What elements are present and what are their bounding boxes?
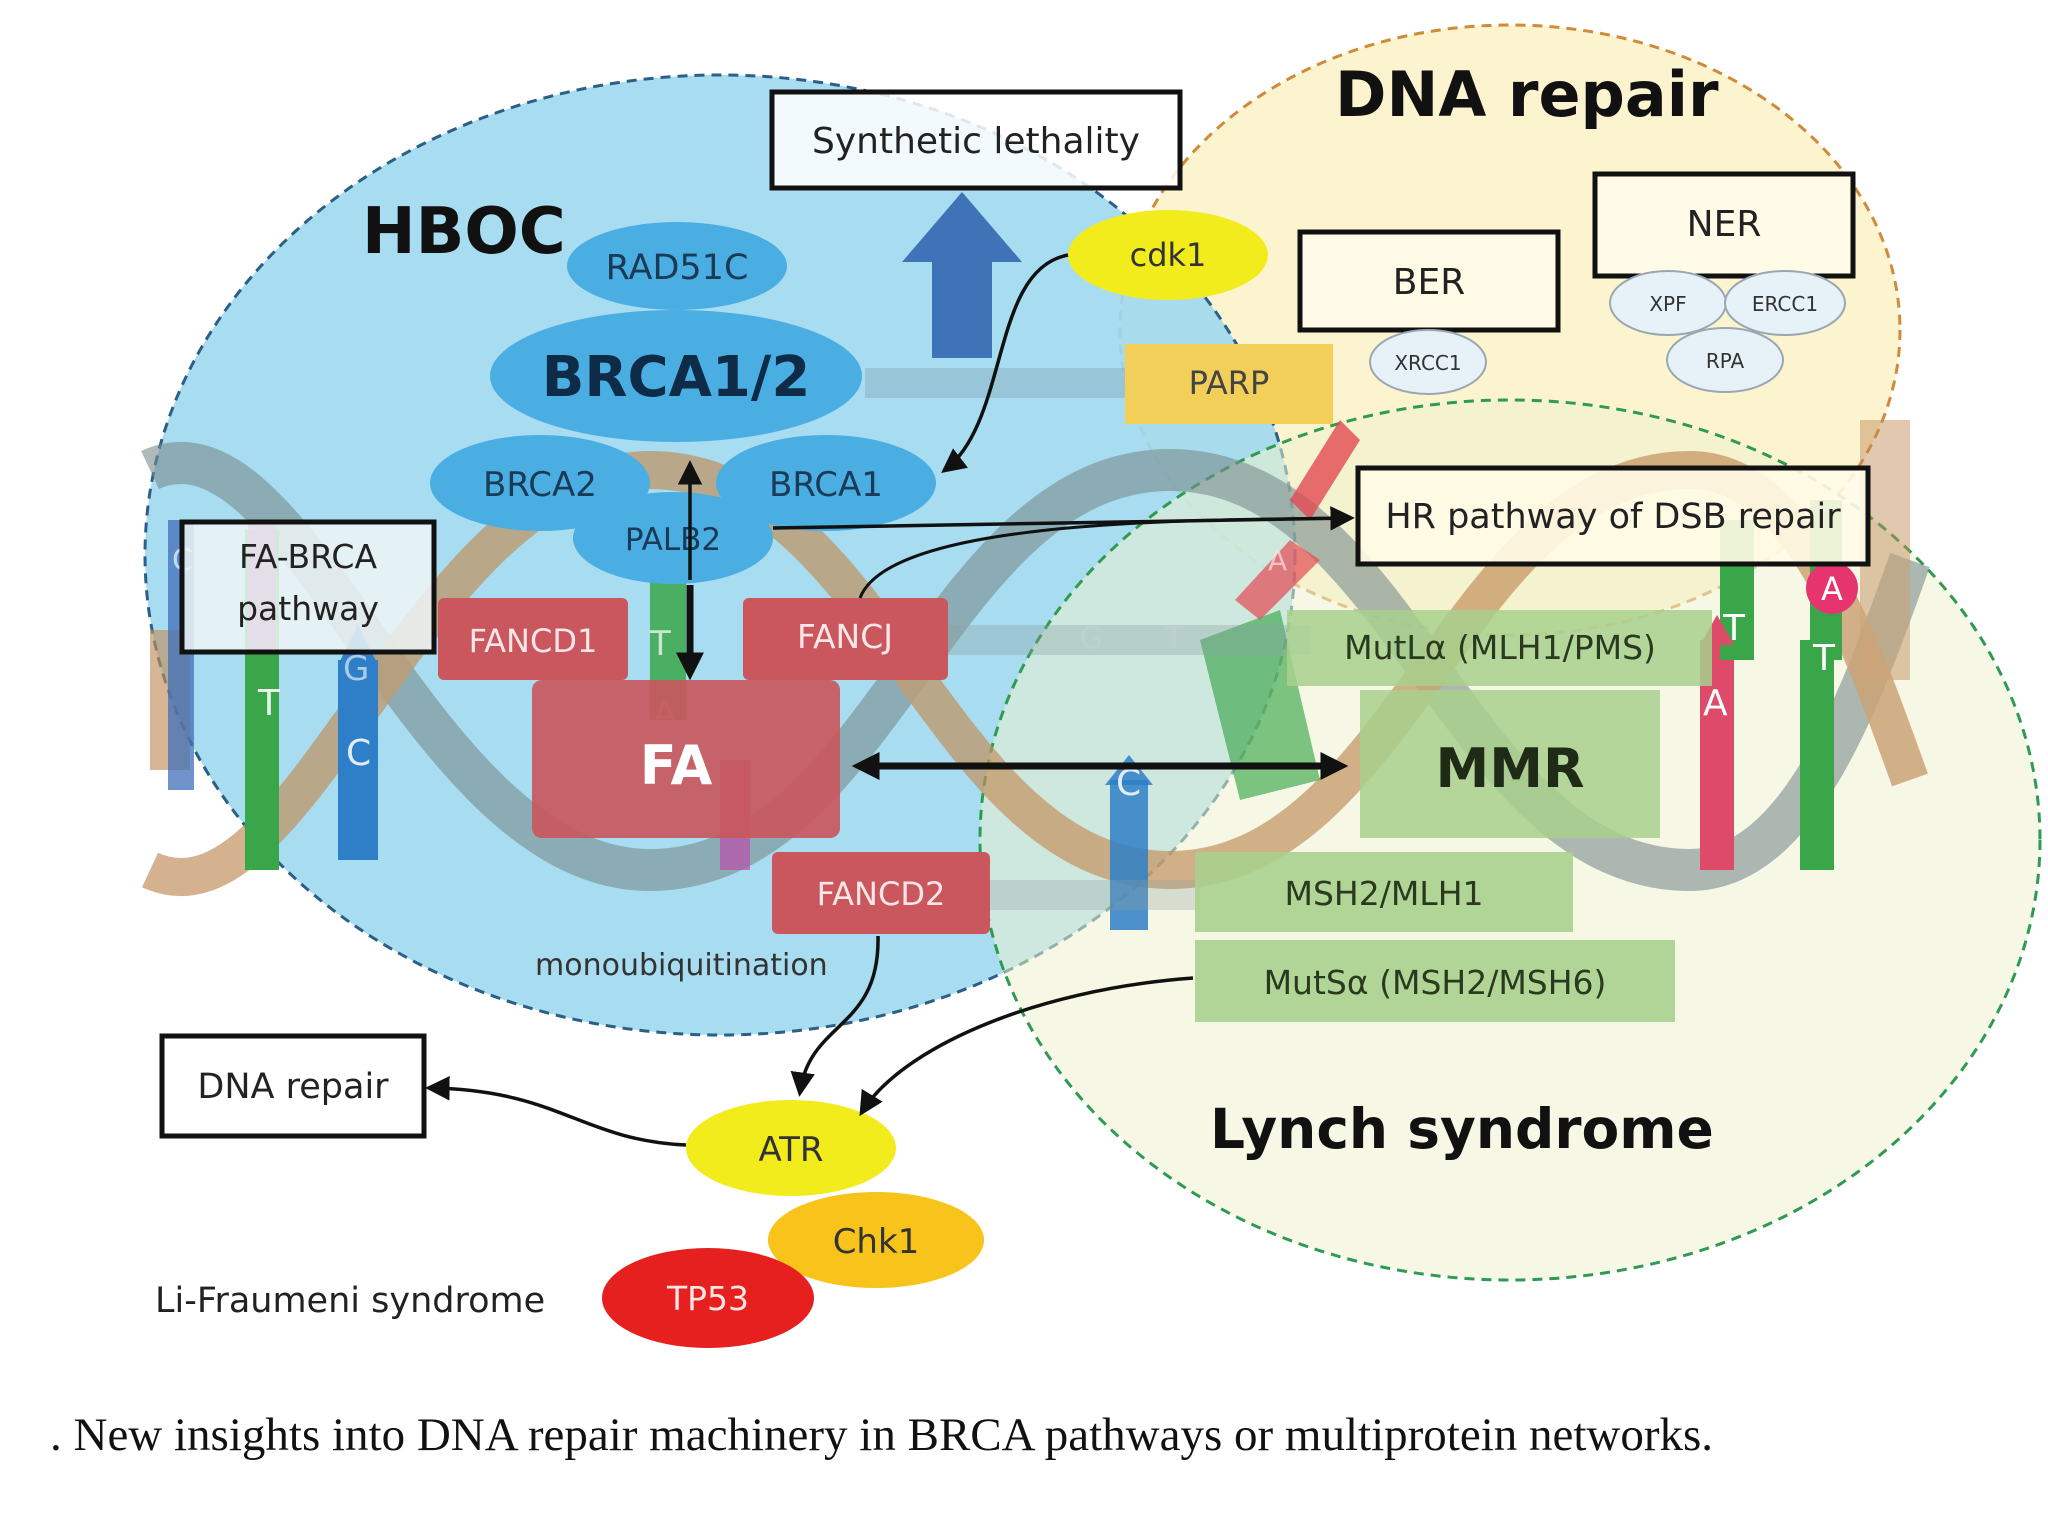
rad51c-node (567, 222, 787, 310)
xrcc1-label: XRCC1 (1394, 351, 1461, 375)
hr-pathway-label: HR pathway of DSB repair (1385, 497, 1841, 537)
palb2-label: PALB2 (625, 522, 721, 558)
mutsa-label: MutSα (MSH2/MSH6) (1264, 963, 1607, 1002)
fa-label: FA (640, 734, 713, 797)
parp-node (1125, 344, 1333, 424)
parp-label: PARP (1189, 364, 1270, 402)
mmr-node (1360, 690, 1660, 838)
rad51c-label: RAD51C (606, 248, 749, 288)
brca12-label: BRCA1/2 (542, 345, 811, 410)
xrcc1-node (1369, 329, 1487, 395)
mutsa-to-atr-arrow (859, 976, 1194, 1117)
synthetic-lethality-label: Synthetic lethality (812, 121, 1140, 162)
dna-letter: T (1164, 621, 1184, 656)
dna-letter: G (1080, 621, 1103, 656)
fancj-label: FANCJ (797, 617, 893, 656)
ercc1-label: ERCC1 (1752, 292, 1818, 316)
fancj-node (743, 598, 948, 680)
chk1-node (768, 1192, 984, 1288)
fa-node (532, 680, 840, 838)
mutla-node (1287, 610, 1712, 686)
dna-letter: C (346, 733, 371, 774)
msh2-mlh1-node (1195, 852, 1573, 932)
fa-brca-label-line1: FA-BRCA (239, 537, 378, 576)
dna-letter: A (1268, 544, 1287, 577)
ber-label: BER (1393, 262, 1465, 303)
chk1-label: Chk1 (833, 1222, 920, 1262)
ner-label: NER (1687, 204, 1762, 245)
monoubiquitination-label: monoubiquitination (535, 948, 828, 983)
synthetic-lethality-box (769, 89, 1183, 191)
ercc1-node (1724, 270, 1846, 336)
atr-to-dna-repair-arrow (425, 1076, 687, 1147)
ber-box (1297, 229, 1561, 333)
fancd2-to-atr-arrow (790, 935, 880, 1097)
fancd2-node (772, 852, 990, 934)
fancd2-label: FANCD2 (817, 875, 946, 913)
brca12-node (490, 310, 862, 442)
brca2-node (430, 435, 650, 531)
dna-letter: T (257, 683, 281, 724)
xpf-label: XPF (1649, 292, 1686, 316)
lynch-title: Lynch syndrome (1210, 1097, 1714, 1161)
atr-label: ATR (758, 1130, 823, 1170)
fancj-to-hr-arrow (858, 516, 1351, 599)
mutla-label: MutLα (MLH1/PMS) (1344, 628, 1656, 667)
tp53-label: TP53 (666, 1279, 749, 1318)
dna-repair-out-label: DNA repair (197, 1067, 389, 1107)
rpa-label: RPA (1706, 349, 1745, 373)
mmr-label: MMR (1435, 737, 1584, 800)
dna-letter: T (1812, 638, 1836, 679)
msh2-mlh1-label: MSH2/MLH1 (1284, 874, 1483, 913)
dna-repair-title: DNA repair (1335, 58, 1719, 131)
dna-letter: G (343, 649, 369, 689)
cdk1-to-brca1-arrow (941, 253, 1069, 473)
hr-pathway-box (1355, 465, 1871, 567)
fancd1-node (438, 598, 628, 680)
cdk1-label: cdk1 (1130, 236, 1207, 274)
palb2-node (573, 492, 773, 584)
dna-repair-out-box (159, 1033, 427, 1139)
dna-letter: A (1703, 683, 1728, 724)
lynch-region (978, 398, 2042, 1282)
dna-letter: A (1821, 570, 1843, 608)
mutsa-node (1195, 940, 1675, 1022)
figure-caption: . New insights into DNA repair machinery… (50, 1409, 1714, 1461)
li-fraumeni-title: Li-Fraumeni syndrome (155, 1281, 545, 1321)
synthetic-lethality-arrow (902, 192, 1022, 358)
cdk1-node (1068, 210, 1268, 300)
tp53-node (602, 1248, 814, 1348)
atr-node (686, 1100, 896, 1196)
brca1-label: BRCA1 (769, 465, 883, 505)
rpa-node (1666, 327, 1784, 393)
dna-letter: T (1722, 608, 1746, 649)
fa-brca-box (179, 519, 437, 655)
fancd1-label: FANCD1 (469, 622, 598, 660)
hboc-title: HBOC (362, 195, 566, 269)
brca1-node (716, 435, 936, 531)
fa-brca-label-line2: pathway (237, 589, 379, 628)
brca2-label: BRCA2 (483, 465, 597, 505)
ner-box (1592, 171, 1856, 279)
dna-letter: T (649, 624, 671, 664)
